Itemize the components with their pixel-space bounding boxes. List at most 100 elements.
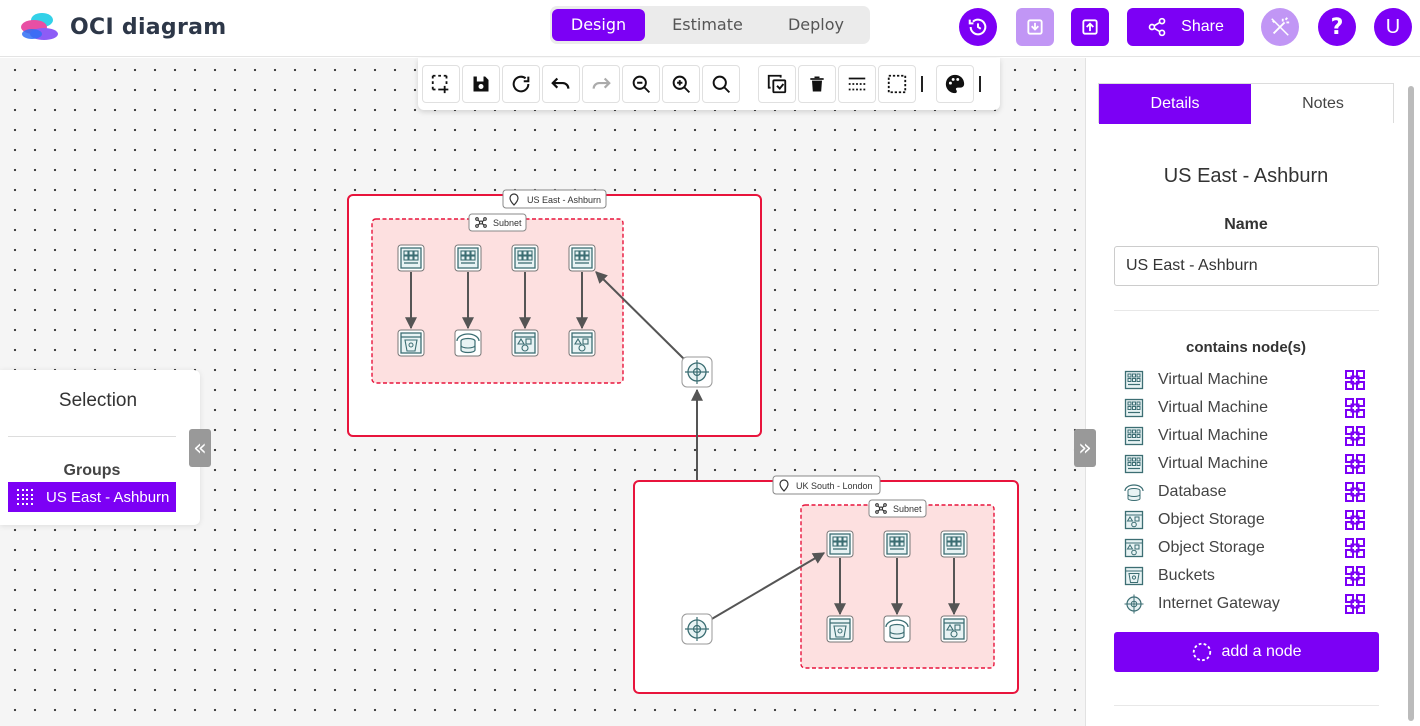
node-list-item: Virtual Machine [1124,396,1374,422]
delete-button[interactable] [798,65,836,103]
bucket-icon [1124,566,1144,586]
tab-estimate[interactable]: Estimate [672,15,743,34]
object-storage-node[interactable] [511,329,539,357]
bucket-node[interactable] [826,615,854,643]
vm-node[interactable] [940,530,968,558]
details-panel: Details Notes US East - Ashburn Name con… [1085,58,1420,726]
help-button[interactable]: ? [1318,8,1356,46]
grid-lines-icon [848,77,866,91]
double-chevron-left-icon: « [193,435,207,461]
details-title: US East - Ashburn [1163,165,1329,187]
tab-details[interactable]: Details [1099,84,1251,124]
vm-node[interactable] [883,530,911,558]
subnet-icon [475,217,487,228]
subnet-us-east[interactable] [371,218,624,384]
region-label-text: US East - Ashburn [527,195,601,205]
tab-deploy[interactable]: Deploy [787,15,845,34]
palette-button[interactable] [936,65,974,103]
internet-gateway-node[interactable] [681,613,713,645]
magic-button[interactable] [1261,8,1299,46]
app-logo-icon [21,13,58,40]
divider [8,436,176,437]
vm-node[interactable] [568,244,596,272]
node-label: Virtual Machine [1158,455,1268,472]
object-storage-node[interactable] [568,329,596,357]
history-button[interactable] [959,8,997,46]
refresh-button[interactable] [502,65,540,103]
trash-icon [810,76,824,92]
redo-button[interactable] [582,65,620,103]
focus-node-icon[interactable] [1344,565,1366,587]
select-region-icon [431,74,449,94]
collapse-right-button[interactable]: » [1074,429,1096,467]
focus-node-icon[interactable] [1344,453,1366,475]
focus-node-icon[interactable] [1344,369,1366,391]
location-pin-icon [779,479,789,492]
duplicate-button[interactable] [758,65,796,103]
select-region-button[interactable] [422,65,460,103]
collapse-left-button[interactable]: « [189,429,211,467]
palette-icon [945,74,965,94]
vm-node[interactable] [397,244,425,272]
details-tabs: Details Notes [1098,83,1394,124]
double-chevron-right-icon: » [1078,435,1092,461]
avatar[interactable]: U [1374,8,1412,46]
app-title: OCI diagram [70,15,227,40]
selected-group-item[interactable]: US East - Ashburn [8,482,176,512]
database-icon [1124,482,1144,502]
focus-node-icon[interactable] [1344,537,1366,559]
save-icon [473,76,489,92]
vm-node[interactable] [826,530,854,558]
name-field[interactable] [1114,246,1379,286]
dashed-circle-icon [1193,642,1212,662]
node-label: Virtual Machine [1158,371,1268,388]
share-label: Share [1181,18,1224,35]
focus-node-icon[interactable] [1344,593,1366,615]
upload-icon [1082,19,1098,35]
vm-icon [1124,370,1144,390]
diagram-svg: US East - Ashburn Subnet [347,189,1019,694]
zoom-in-icon [672,75,690,93]
undo-button[interactable] [542,65,580,103]
duplicate-icon [767,74,787,94]
add-node-button[interactable]: add a node [1114,632,1379,672]
focus-node-icon[interactable] [1344,397,1366,419]
bucket-node[interactable] [397,329,425,357]
node-list-item: Virtual Machine [1124,368,1374,394]
download-button[interactable] [1016,8,1054,46]
name-label: Name [1224,216,1268,233]
vm-node[interactable] [511,244,539,272]
zoom-in-button[interactable] [662,65,700,103]
node-label: Virtual Machine [1158,427,1268,444]
vm-node[interactable] [454,244,482,272]
redo-icon [592,77,611,89]
focus-node-icon[interactable] [1344,481,1366,503]
object-storage-node[interactable] [940,615,968,643]
node-label: Virtual Machine [1158,399,1268,416]
undo-icon [551,77,570,89]
zoom-fit-button[interactable] [702,65,740,103]
database-node[interactable] [883,615,911,643]
tab-notes[interactable]: Notes [1302,95,1344,112]
search-icon [712,75,730,93]
database-node[interactable] [454,329,482,357]
zoom-out-icon [632,75,650,93]
zoom-out-button[interactable] [622,65,660,103]
panel-scrollbar[interactable] [1408,86,1414,721]
location-pin-icon [509,193,519,206]
share-button[interactable]: Share [1127,8,1244,46]
download-icon [1027,19,1043,35]
focus-node-icon[interactable] [1344,425,1366,447]
node-label: Database [1158,483,1227,500]
focus-node-icon[interactable] [1344,509,1366,531]
upload-button[interactable] [1071,8,1109,46]
grid-button[interactable] [838,65,876,103]
dashed-square-icon [887,74,907,94]
tab-design[interactable]: Design [552,9,645,41]
node-list-item: Virtual Machine [1124,424,1374,450]
vm-icon [1124,398,1144,418]
group-button[interactable] [878,65,916,103]
node-list-item: Object Storage [1124,508,1374,534]
internet-gateway-node[interactable] [681,356,713,388]
save-button[interactable] [462,65,500,103]
